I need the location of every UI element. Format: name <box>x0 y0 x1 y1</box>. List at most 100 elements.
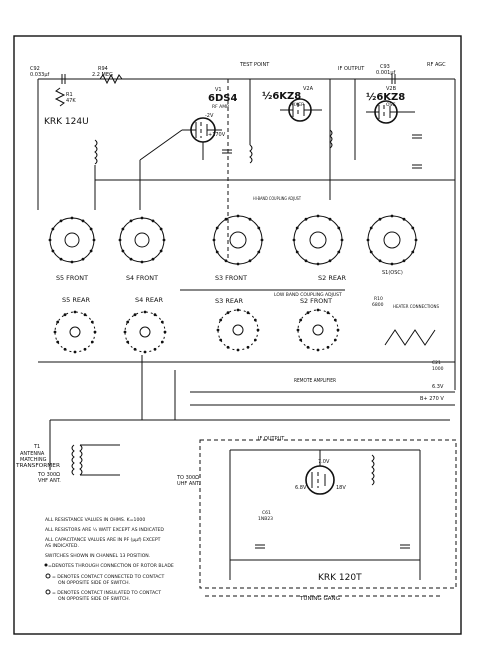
r1-value: 47K <box>66 98 76 104</box>
heater-voltage-label: 6.3V <box>432 384 444 390</box>
s3-front-label: S3 FRONT <box>215 275 247 282</box>
uhf-ant-line2: UHF ANT. <box>177 481 201 487</box>
switch-contact-dot <box>51 249 55 253</box>
switch-contact-dot <box>123 330 127 334</box>
switch-contact-dot <box>129 219 133 223</box>
switch-contact-dot <box>340 238 344 242</box>
v2b-type: ½6KZ8 <box>366 92 405 103</box>
switch-contact-dot <box>411 226 415 230</box>
switch-contact-dot <box>295 250 299 254</box>
antenna-transformer <box>71 444 120 476</box>
switch-contact-dot <box>81 219 85 223</box>
remote-amplifier-label: REMOTE AMPLIFIER <box>294 378 336 384</box>
switch-contact-dot <box>328 259 332 263</box>
heater-label: HEATER CONNECTIONS <box>393 304 439 310</box>
transformer-label: TRANSFORMER <box>15 463 61 469</box>
switch-contact-dot <box>48 238 52 242</box>
if-output-top-label: IF OUTPUT <box>338 66 365 72</box>
switch-contact-dot <box>260 238 264 242</box>
switch-contact-dot <box>215 250 219 254</box>
r10-value: 6800 <box>372 302 384 308</box>
switch-contact-dot <box>143 310 147 314</box>
uhf-ant-line1: TO 300Ω <box>176 475 199 481</box>
switch-contact-dot <box>92 238 96 242</box>
krk120t-box <box>199 439 457 589</box>
v2a-role: MIXER <box>290 102 304 108</box>
top-bus <box>37 73 456 390</box>
tube-v1 <box>182 117 222 160</box>
r10-label: R10 <box>374 296 383 302</box>
switch-contact-dot <box>236 214 240 218</box>
s5-rear-label: S5 REAR <box>62 297 90 304</box>
switch-contact-dot <box>89 227 93 231</box>
switch-contact-dot <box>236 308 240 312</box>
v1-plate-voltage: +170V <box>208 132 226 138</box>
switch-contact-dot <box>151 257 155 261</box>
switch-contact-dot <box>337 226 341 230</box>
bplus-label: B+ 270 V <box>420 396 444 402</box>
switch-contact-dot <box>129 257 133 261</box>
note-line: = DENOTES CONTACT CONNECTED TO CONTACT <box>52 574 165 580</box>
s2-rear-label: S2 REAR <box>318 275 346 282</box>
note-line: ALL RESISTORS ARE ½ WATT EXCEPT AS INDIC… <box>45 526 164 533</box>
switch-contact-dot <box>248 217 252 221</box>
vhf-ant-line2: VHF ANT. <box>38 478 61 484</box>
switch-contact-dot <box>390 214 394 218</box>
tuner-name-upper: KRK 124U <box>44 117 89 127</box>
tuner-name-lower: KRK 120T <box>318 573 362 583</box>
wafer-s2-front <box>297 309 339 351</box>
switch-contact-dot <box>316 262 320 266</box>
note-line: = DENOTES CONTACT INSULATED TO CONTACT <box>52 590 161 596</box>
switch-contact-dot <box>212 238 216 242</box>
v2b-role: OSC <box>386 102 396 108</box>
tuning-gang-label: TUNING GANG <box>299 596 340 602</box>
switch-contact-dot <box>328 217 332 221</box>
wafer-s3-rear <box>217 309 259 351</box>
c93-label: C93 <box>380 64 390 70</box>
switch-contact-dot <box>296 328 300 332</box>
note-line: AS INDICATED. <box>45 543 79 549</box>
switch-contact-dot <box>121 249 125 253</box>
tube-v1-lower <box>305 450 335 495</box>
switch-contact-dot <box>224 217 228 221</box>
switch-contact-dot <box>151 219 155 223</box>
switch-contact-dot <box>162 238 166 242</box>
switch-contact-dot <box>70 260 74 264</box>
switch-contact-dot <box>216 328 220 332</box>
switch-contact-dot <box>133 313 137 317</box>
note-line: ON OPPOSITE SIDE OF SWITCH. <box>58 596 130 602</box>
c61-label: C61 <box>262 510 271 516</box>
switch-contact-dot <box>402 217 406 221</box>
switch-contact-dot <box>159 249 163 253</box>
note-line: ON OPPOSITE SIDE OF SWITCH. <box>58 580 130 586</box>
lower-wiring <box>229 449 421 580</box>
switch-contact-dot <box>304 259 308 263</box>
switch-contact-dot <box>63 313 67 317</box>
switch-contact-dot <box>248 259 252 263</box>
s4-front-label: S4 FRONT <box>126 275 158 282</box>
switch-contact-dot <box>292 238 296 242</box>
t1-label: T1 <box>33 444 40 450</box>
switch-contact-dot <box>226 311 230 315</box>
r94-value: 2.2 MEG <box>92 72 113 78</box>
switch-contact-dot <box>390 262 394 266</box>
note-line: ALL RESISTANCE VALUES IN OHMS. K=1000 <box>45 517 145 523</box>
antenna-label: ANTENNA <box>20 451 45 457</box>
switch-contact-dot <box>81 257 85 261</box>
switch-contact-dot <box>140 216 144 220</box>
v1-grid-voltage: -2V <box>205 113 214 119</box>
c21-label: C21 <box>432 360 441 366</box>
v1-ref: V1 <box>215 87 222 93</box>
switch-contact-dot <box>73 310 77 314</box>
switch-contact-dot <box>295 226 299 230</box>
switch-contact-dot <box>316 308 320 312</box>
s2-front-label: S2 FRONT <box>300 298 332 305</box>
switch-contact-dot <box>304 217 308 221</box>
v2b-ref: V2B <box>386 86 397 92</box>
switch-contact-dot <box>378 259 382 263</box>
vhf-ant-line1: TO 300Ω <box>37 472 60 478</box>
switch-contact-dot <box>369 250 373 254</box>
switch-contact-dot <box>159 227 163 231</box>
wafer-s5-rear <box>54 311 96 353</box>
